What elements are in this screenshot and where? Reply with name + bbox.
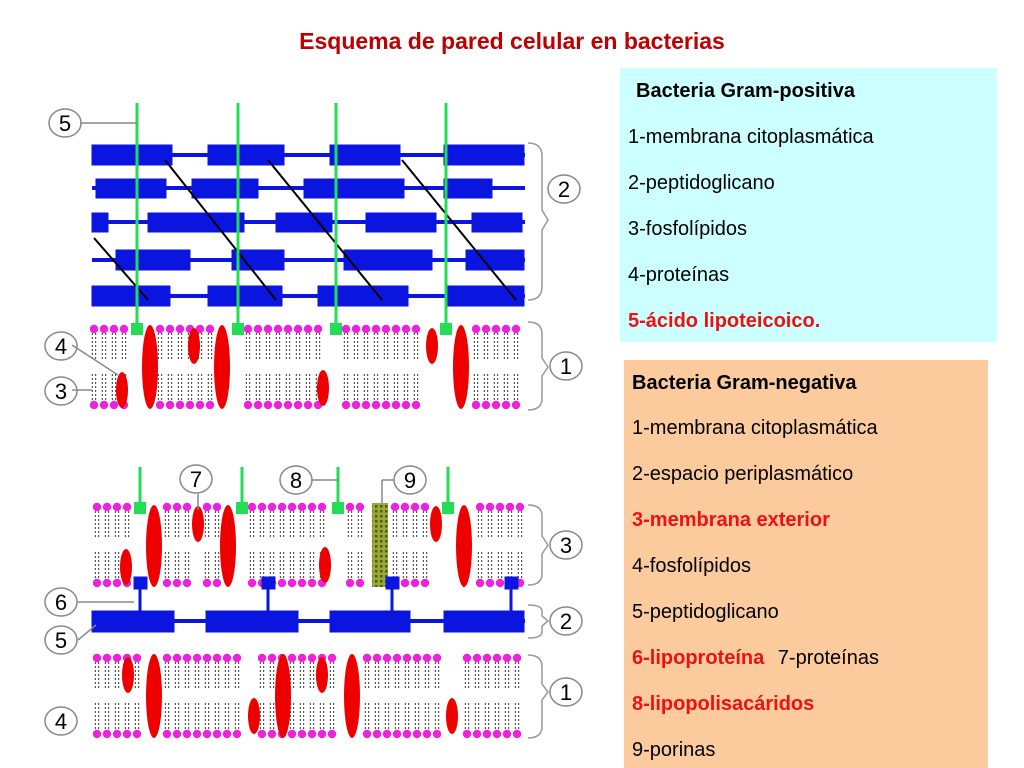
gn-label-7: 7: [190, 467, 202, 492]
gp-label-2: 2: [558, 177, 570, 202]
gram-positive-heading: Bacteria Gram-positiva: [636, 80, 855, 102]
gram-negative-item-6: 6-lipoproteína: [632, 647, 765, 669]
gram-positive-item-1: 1-membrana citoplasmática: [628, 126, 874, 148]
gn-label-6: 6: [55, 590, 67, 615]
gram-positive-item-4: 4-proteínas: [628, 264, 730, 286]
gram-negative-heading: Bacteria Gram-negativa: [632, 372, 857, 394]
gram-negative-item-9: 9-porinas: [632, 739, 716, 761]
porin: [372, 503, 388, 587]
gn-label-5: 5: [55, 628, 67, 653]
gp-label-4: 4: [55, 334, 67, 359]
membrane-proteins-pos: [116, 325, 469, 409]
gram-positive-item-3: 3-fosfolípidos: [628, 218, 747, 240]
gn-label-9: 9: [404, 468, 416, 493]
gram-negative-legend: Bacteria Gram-negativa 1-membrana citopl…: [624, 360, 988, 768]
gp-label-1: 1: [560, 354, 572, 379]
gp-label-3: 3: [55, 379, 67, 404]
gn-label-4: 4: [55, 709, 67, 734]
gram-negative-item-8: 8-lipopolisacáridos: [632, 693, 815, 715]
gram-positive-legend: Bacteria Gram-positiva 1-membrana citopl…: [620, 68, 997, 342]
gp-label-5: 5: [59, 111, 71, 136]
peptidoglycan-layer-neg: [91, 576, 525, 633]
gn-label-8: 8: [290, 468, 302, 493]
page-title: Esquema de pared celular en bacterias: [299, 28, 725, 54]
gram-negative-item-4: 4-fosfolípidos: [632, 555, 751, 577]
gram-negative-item-2: 2-espacio periplasmático: [632, 463, 854, 485]
peptidoglycan-layer: [91, 144, 525, 307]
gram-positive-item-2: 2-peptidoglicano: [628, 172, 775, 194]
gram-negative-diagram: 7 8 9 3 6 2 5 1 4: [44, 464, 583, 739]
gram-negative-item-7: 7-proteínas: [777, 647, 879, 669]
gp-callouts: [44, 108, 583, 406]
gn-label-3: 3: [560, 533, 572, 558]
cell-wall-diagram: 5 2 4 3 1: [44, 103, 583, 739]
gram-negative-item-6-7: 6-lipoproteína 7-proteínas: [632, 647, 879, 670]
gn-label-1: 1: [560, 680, 572, 705]
gram-positive-item-5: 5-ácido lipoteicoico.: [628, 310, 821, 332]
gram-negative-item-1: 1-membrana citoplasmática: [632, 417, 878, 439]
lipoteichoic-acid: [135, 103, 448, 330]
gram-positive-diagram: 5 2 4 3 1: [44, 103, 583, 411]
gram-negative-item-3: 3-membrana exterior: [632, 509, 830, 531]
gn-label-2: 2: [560, 609, 572, 634]
gram-negative-item-5: 5-peptidoglicano: [632, 601, 779, 623]
